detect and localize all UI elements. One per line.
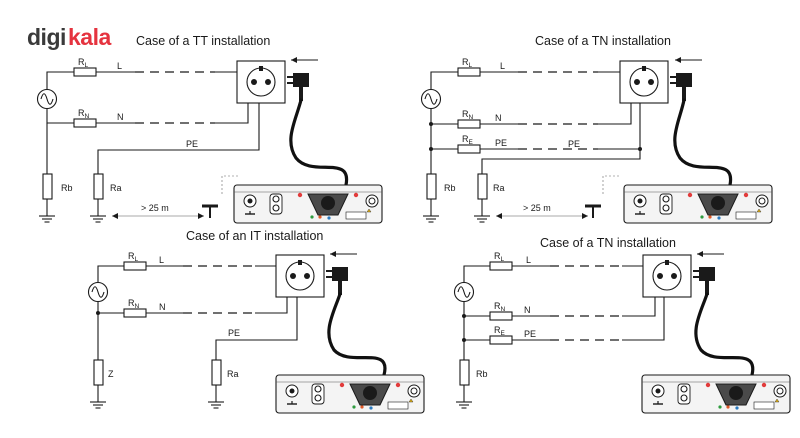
resistor-line [489,261,513,271]
earth-symbol [89,207,107,223]
distance-label: > 25 m [141,203,169,213]
resistor-line-subscript: L [85,62,89,69]
wire-label-neutral: N [159,302,166,312]
diagram-title: Case of an IT installation [186,229,323,243]
wall-socket [619,60,669,104]
wire-label-line: L [526,255,531,265]
resistor-ground-ra [93,173,104,200]
diagram-tt-installation: Case of a TT installation R L L R N N Rb… [36,34,383,224]
resistor-rb-label: Rb [476,369,488,379]
ac-source-symbol [420,88,442,110]
resistor-neutral [123,308,147,318]
diagram-tn-installation-2: Case of a TN installation R L L R N N R … [453,236,791,414]
diagram-title: Case of a TN installation [540,236,676,250]
resistor-earth-label: R [494,325,501,335]
resistor-ground-rb [42,173,53,200]
wire-label-pe-line: PE [568,139,580,149]
plug [693,267,715,295]
test-stake [200,204,220,220]
earth-symbol [38,207,56,223]
diagram-it-installation: Case of an IT installation R L L R N N Z… [87,229,425,414]
resistor-neutral-label: R [128,298,135,308]
wire-label-line: L [500,61,505,71]
loop-tester-device [275,374,425,414]
resistor-ra-label: Ra [493,183,505,193]
resistor-earth [457,144,481,154]
wire-label-neutral: N [117,112,124,122]
plug [326,267,348,295]
impedance-z [93,359,104,386]
resistor-neutral-subscript: N [85,113,90,120]
logo-text-kala: kala [68,24,111,50]
resistor-neutral-subscript: N [469,114,474,121]
resistor-earth-subscript: E [469,139,474,146]
resistor-ground-ra [477,173,488,200]
diagram-title: Case of a TT installation [136,34,270,48]
loop-tester-device [233,184,383,224]
logo-text-digi: digi [27,24,66,50]
wall-socket [236,60,286,104]
diagram-tn-installation: Case of a TN installation R L L R N N R … [420,34,773,224]
earth-symbol [422,207,440,223]
earth-symbol [89,393,107,409]
resistor-ground-rb [459,359,470,386]
wire-label-pe: PE [524,329,536,339]
diagram-title: Case of a TN installation [535,34,671,48]
resistor-rb-label: Rb [61,183,73,193]
resistor-line-subscript: L [501,256,505,263]
resistor-ground-rb [426,173,437,200]
resistor-rb-label: Rb [444,183,456,193]
resistor-neutral-label: R [462,109,469,119]
wall-socket [642,254,692,298]
loop-tester-device [641,374,791,414]
wire-label-neutral: N [495,113,502,123]
impedance-label: Z [108,369,114,379]
resistor-line [123,261,147,271]
resistor-neutral-subscript: N [135,303,140,310]
wire-label-line: L [159,255,164,265]
wire-label-pe: PE [228,328,240,338]
resistor-earth-subscript: E [501,330,506,337]
resistor-neutral [73,118,97,128]
resistor-line-label: R [462,57,469,67]
resistor-line-label: R [494,251,501,261]
wire-label-pe: PE [186,139,198,149]
earth-symbol [207,393,225,409]
resistor-ground-ra [211,359,222,386]
resistor-earth [489,335,513,345]
wire-label-pe-local: PE [495,138,507,148]
logo: digi kala [27,24,112,50]
earth-symbol [473,207,491,223]
ac-source-symbol [453,281,475,303]
ac-source-symbol [87,281,109,303]
resistor-line-subscript: L [469,62,473,69]
plug [670,73,692,101]
test-cable [327,292,387,377]
earth-symbol [455,393,473,409]
resistor-line [457,67,481,77]
test-cable [694,292,755,377]
resistor-neutral-label: R [78,108,85,118]
resistor-earth-label: R [462,134,469,144]
ac-source-symbol [36,88,58,110]
resistor-neutral-label: R [494,301,501,311]
wire-label-neutral: N [524,305,531,315]
test-cable [673,98,733,187]
resistor-neutral [457,119,481,129]
resistor-neutral-subscript: N [501,306,506,313]
resistor-line-label: R [128,251,135,261]
resistor-line-subscript: L [135,256,139,263]
distance-label: > 25 m [523,203,551,213]
wire-label-line: L [117,61,122,71]
loop-tester-device [623,184,773,224]
resistor-neutral [489,311,513,321]
resistor-line [73,67,97,77]
test-cable [289,98,349,187]
resistor-ra-label: Ra [227,369,239,379]
wall-socket [275,254,325,298]
plug [287,73,309,101]
resistor-ra-label: Ra [110,183,122,193]
resistor-line-label: R [78,57,85,67]
